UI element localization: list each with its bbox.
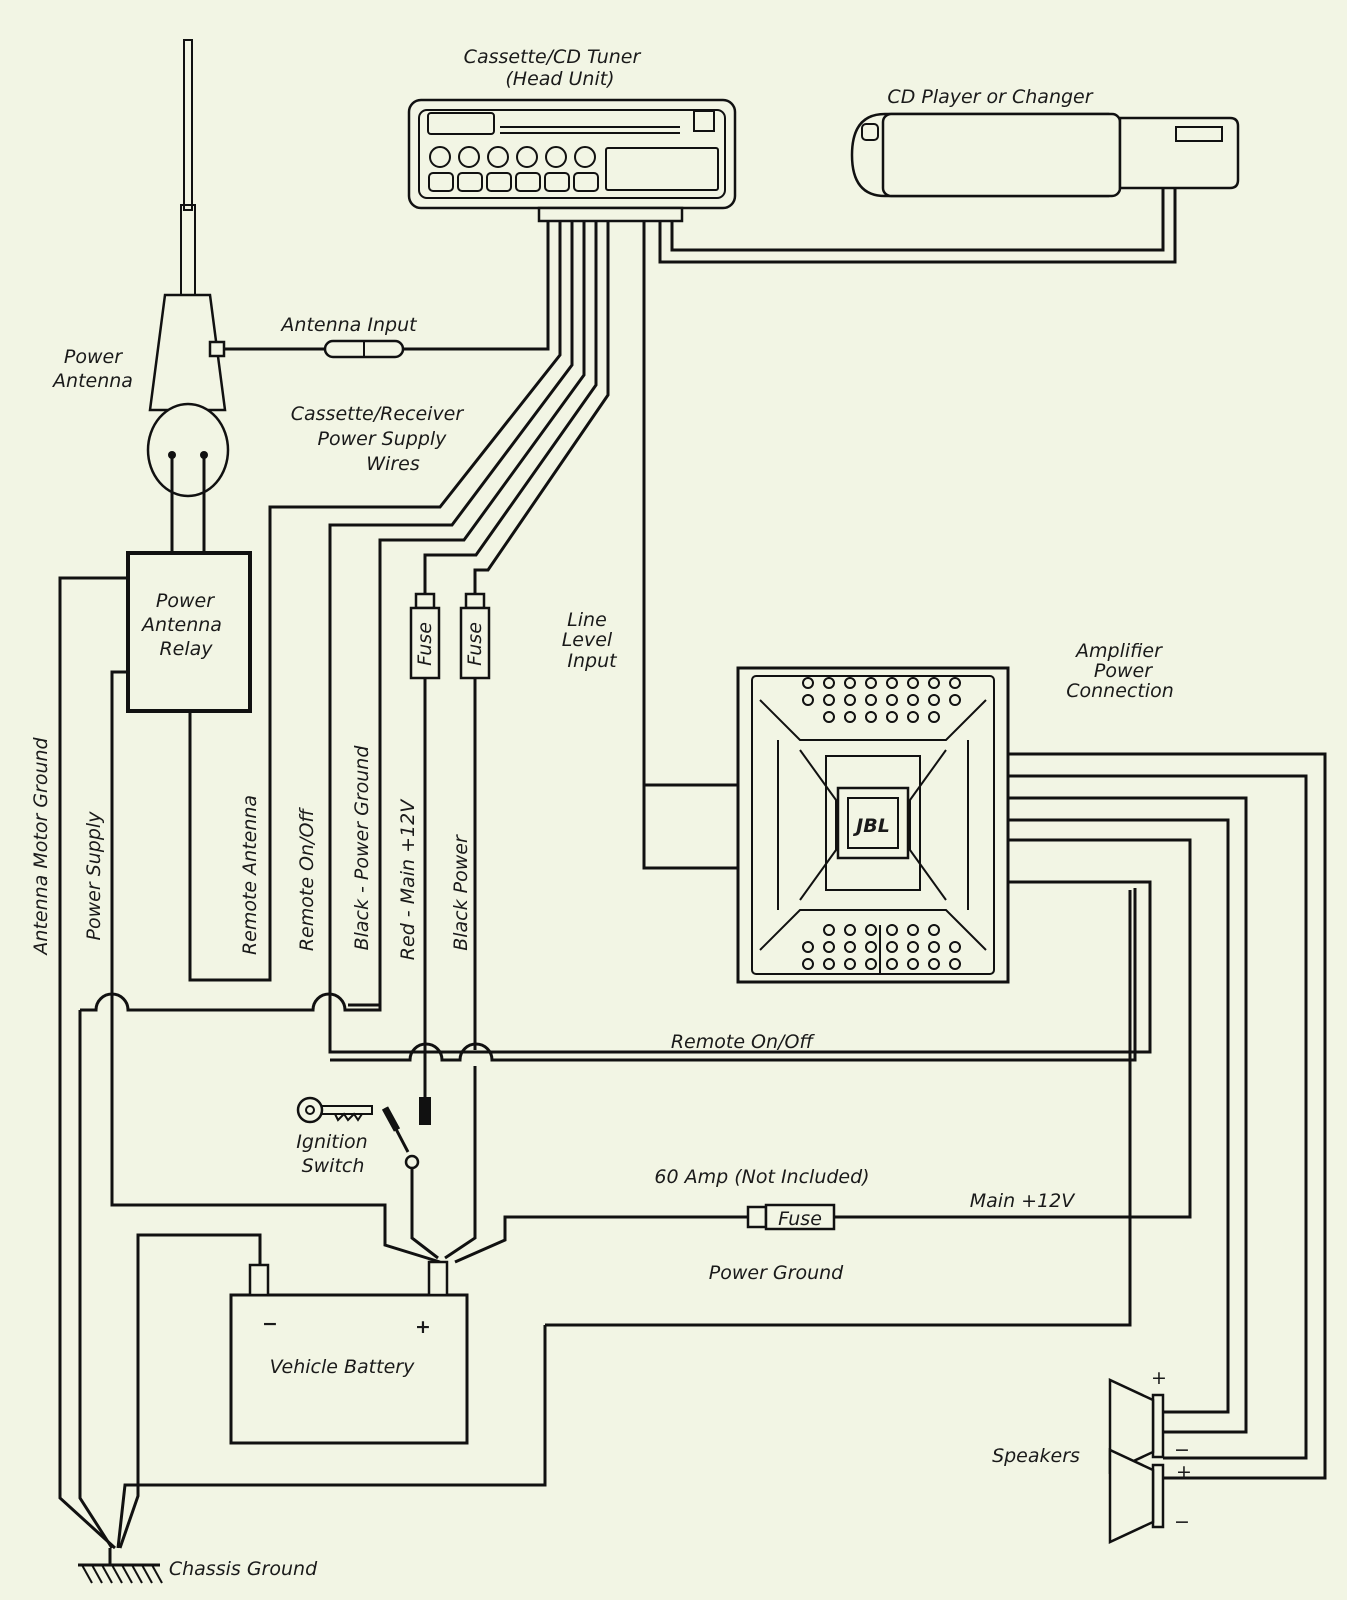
- battery-label: Vehicle Battery: [270, 1356, 415, 1378]
- preset-buttons: [428, 146, 599, 192]
- power-ground-label: Power Ground: [709, 1262, 844, 1284]
- speaker-bottom-minus-label: −: [1174, 1511, 1190, 1533]
- amplifier: JBL: [736, 666, 1010, 984]
- speaker-bottom: [1108, 1448, 1165, 1544]
- power-antenna-relay: [126, 551, 252, 713]
- vehicle-battery: [229, 1260, 469, 1445]
- sixty-amp-label: 60 Amp (Not Included): [654, 1166, 869, 1188]
- supply-wires-label: Cassette/Receiver Power Supply Wires: [291, 403, 470, 475]
- line-level-label: Line Level Input: [562, 609, 619, 672]
- antenna-motor-ground-label: Antenna Motor Ground: [30, 736, 52, 956]
- speakers-label: Speakers: [992, 1445, 1080, 1467]
- power-antenna: [146, 39, 230, 498]
- amp-terminals-top: [802, 677, 961, 723]
- ignition-key-icon: [296, 1096, 420, 1170]
- fuse-black-label: Fuse: [464, 622, 486, 666]
- main-12v-label: Main +12V: [970, 1190, 1076, 1212]
- cd-changer: [850, 112, 1240, 198]
- speaker-bottom-plus-label: +: [1176, 1461, 1192, 1483]
- speaker-top: [1108, 1378, 1165, 1474]
- speaker-top-plus-label: +: [1151, 1367, 1167, 1389]
- speaker-top-minus-label: −: [1174, 1439, 1190, 1461]
- relay-label: Power Antenna Relay: [140, 590, 228, 660]
- head-unit-label: Cassette/CD Tuner (Head Unit): [464, 46, 647, 90]
- amp-terminals-bottom: [802, 924, 961, 975]
- fuse-main-label: Fuse: [778, 1208, 822, 1230]
- amp-brand: JBL: [852, 815, 890, 837]
- power-supply-label: Power Supply: [83, 811, 105, 941]
- battery-minus-label: −: [262, 1313, 278, 1335]
- chassis-ground-label: Chassis Ground: [169, 1558, 318, 1580]
- remote-onoff-label: Remote On/Off: [671, 1031, 816, 1053]
- ignition-switch-label: Ignition Switch: [296, 1131, 373, 1177]
- antenna-input-label: Antenna Input: [279, 314, 418, 336]
- black-power-ground-label: Black - Power Ground: [351, 745, 373, 951]
- red-main-label: Red - Main +12V: [397, 798, 419, 960]
- battery-plus-label: +: [415, 1316, 431, 1338]
- black-power-label: Black Power: [450, 834, 472, 951]
- remote-antenna-label: Remote Antenna: [239, 795, 261, 955]
- amp-power-label: Amplifier Power Connection: [1066, 640, 1174, 702]
- fuse-red-label: Fuse: [414, 622, 436, 666]
- head-unit: [407, 98, 737, 223]
- fuse-black: [459, 592, 491, 680]
- chassis-ground-icon: [78, 1548, 163, 1584]
- remote-onoff-vertical-label: Remote On/Off: [296, 807, 318, 952]
- power-antenna-label: Power Antenna: [51, 346, 133, 392]
- cd-player-label: CD Player or Changer: [887, 86, 1093, 108]
